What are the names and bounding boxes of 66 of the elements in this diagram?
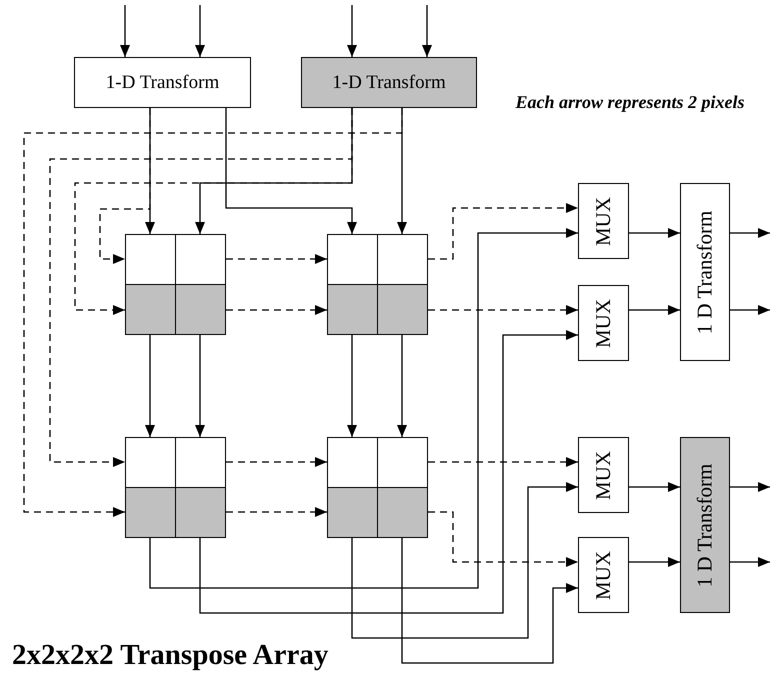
block-label: MUX	[593, 450, 614, 500]
arrow	[730, 557, 770, 567]
memory-cell	[377, 437, 428, 488]
transform-block	[680, 183, 730, 361]
arrow	[422, 5, 432, 57]
memory-cell	[175, 437, 226, 488]
arrow	[730, 482, 770, 492]
arrow	[199, 330, 578, 614]
arrow	[149, 228, 578, 589]
block-label: 1-D Transform	[106, 73, 220, 92]
arrow	[226, 507, 327, 517]
block-label: 1-D Transform	[332, 73, 446, 92]
arrow	[226, 305, 327, 315]
arrow	[629, 228, 680, 238]
mux-block	[578, 183, 629, 259]
block-label: MUX	[593, 550, 614, 600]
arrow	[629, 482, 680, 492]
note-text: Each arrow represents 2 pixels	[514, 91, 746, 114]
arrow	[397, 335, 407, 437]
arrow	[351, 482, 578, 639]
arrow	[428, 457, 578, 467]
arrow	[225, 108, 357, 234]
memory-cell	[175, 487, 226, 538]
arrow	[428, 305, 578, 315]
memory-cell	[377, 487, 428, 538]
arrow	[730, 305, 770, 315]
memory-cell	[327, 487, 378, 538]
block-label: 1 D Transform	[694, 210, 716, 334]
arrow	[23, 108, 403, 517]
arrow	[401, 538, 578, 664]
arrow	[629, 557, 680, 567]
memory-cell	[327, 284, 378, 335]
arrow	[347, 335, 357, 437]
mux-block	[578, 537, 629, 613]
memory-cell	[377, 284, 428, 335]
memory-cell	[327, 437, 378, 488]
memory-cell	[175, 284, 226, 335]
arrow	[730, 228, 770, 238]
transform-block	[301, 57, 477, 108]
memory-cell	[125, 437, 176, 488]
arrow	[99, 108, 151, 264]
arrow	[195, 335, 205, 437]
transform-block	[680, 437, 730, 613]
transform-block	[74, 57, 251, 108]
arrow	[226, 254, 327, 264]
block-label: 1 D Transform	[694, 463, 716, 587]
block-label: MUX	[593, 196, 614, 246]
mux-block	[578, 437, 629, 513]
diagram-title: 2x2x2x2 Transpose Array	[12, 638, 328, 672]
arrow	[145, 335, 155, 437]
memory-cell	[327, 234, 378, 285]
arrow	[226, 457, 327, 467]
arrow	[120, 5, 130, 57]
arrow	[428, 203, 578, 260]
arrow	[49, 108, 353, 467]
arrow	[629, 305, 680, 315]
arrow	[195, 5, 205, 57]
memory-cell	[377, 234, 428, 285]
memory-cell	[125, 487, 176, 538]
memory-cell	[125, 234, 176, 285]
block-label: MUX	[593, 298, 614, 348]
mux-block	[578, 285, 629, 361]
memory-cell	[175, 234, 226, 285]
memory-cell	[125, 284, 176, 335]
arrow	[428, 511, 578, 567]
arrow	[347, 5, 357, 57]
